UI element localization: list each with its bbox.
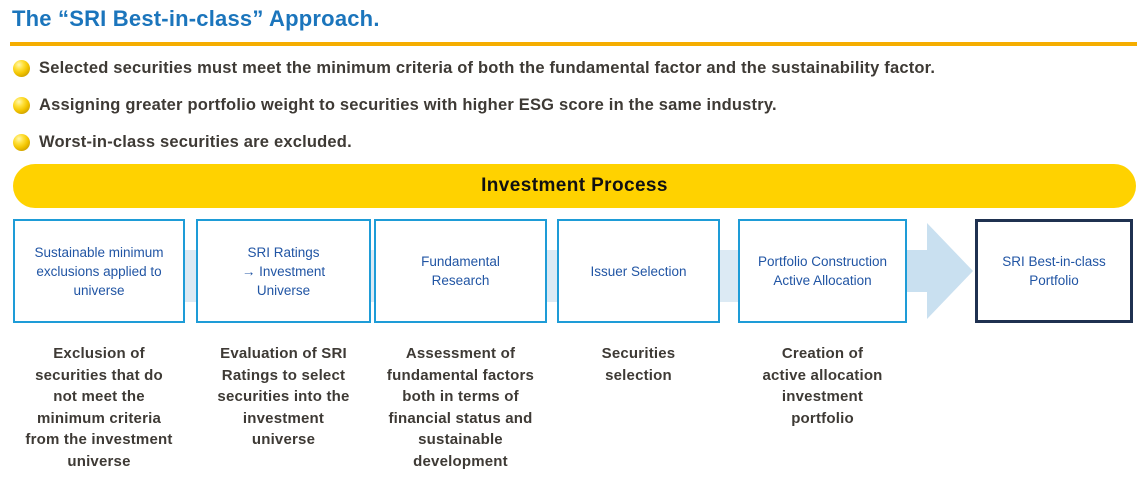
bullet-list: Selected securities must meet the minimu…	[13, 58, 935, 169]
gold-sphere-bullet-icon	[13, 97, 30, 114]
process-step-box: Portfolio Construction Active Allocation	[738, 219, 907, 323]
page-title: The “SRI Best-in-class” Approach.	[12, 6, 380, 31]
investment-process-banner: Investment Process	[13, 164, 1136, 208]
bullet-item: Selected securities must meet the minimu…	[13, 58, 935, 79]
bullet-item: Worst-in-class securities are excluded.	[13, 132, 935, 153]
process-step-label: Portfolio Construction Active Allocation	[757, 254, 888, 288]
process-step-label: Sustainable minimum exclusions applied t…	[34, 244, 164, 298]
banner-label: Investment Process	[481, 175, 668, 196]
connector-band	[544, 250, 560, 302]
process-step-label: SRI Ratings → Investment Universe	[241, 244, 326, 298]
gold-sphere-bullet-icon	[13, 134, 30, 151]
process-step-label: Issuer Selection	[590, 263, 687, 279]
connector-band	[368, 250, 378, 302]
step-description: Exclusion of securities that do not meet…	[25, 345, 173, 470]
bullet-text: Assigning greater portfolio weight to se…	[39, 96, 777, 114]
step-description: Creation of active allocation investment…	[762, 345, 883, 427]
process-step-label: Fundamental Research	[421, 254, 500, 288]
connector-band	[717, 250, 741, 302]
step-description: Evaluation of SRI Ratings to select secu…	[217, 345, 350, 448]
bullet-item: Assigning greater portfolio weight to se…	[13, 95, 935, 116]
bullet-text: Selected securities must meet the minimu…	[39, 59, 936, 77]
gold-sphere-bullet-icon	[13, 60, 30, 77]
connector-band	[183, 250, 199, 302]
flow-arrow-icon	[903, 223, 973, 319]
process-final-box: SRI Best-in-class Portfolio	[975, 219, 1133, 323]
title-underline	[10, 42, 1137, 46]
process-step-box: Fundamental Research	[374, 219, 547, 323]
process-step-box: SRI Ratings → Investment Universe	[196, 219, 371, 323]
process-step-box: Sustainable minimum exclusions applied t…	[13, 219, 185, 323]
bullet-text: Worst-in-class securities are excluded.	[39, 133, 352, 151]
step-description: Assessment of fundamental factors both i…	[386, 345, 535, 470]
step-description: Securities selection	[601, 345, 676, 384]
process-step-label: SRI Best-in-class Portfolio	[1002, 254, 1106, 288]
process-step-box: Issuer Selection	[557, 219, 720, 323]
